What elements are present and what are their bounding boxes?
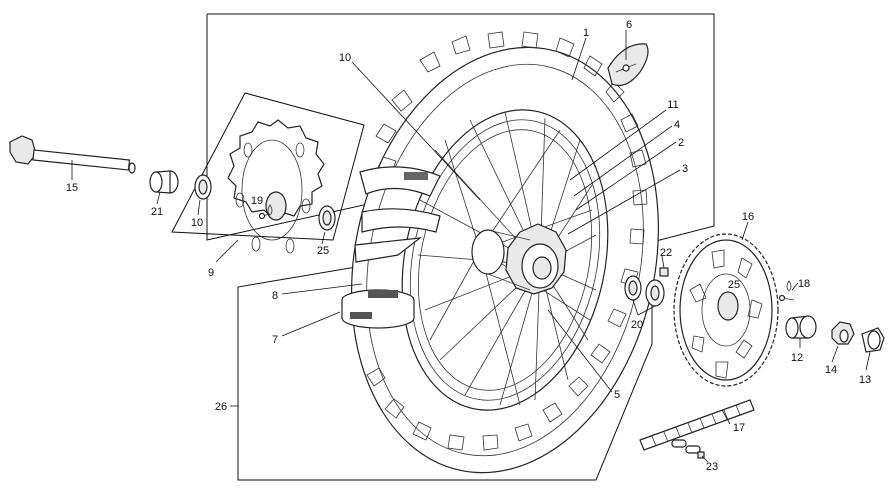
hub (471, 223, 567, 295)
callout-2: 2 (678, 137, 684, 149)
disc-group-outline (171, 92, 365, 241)
callout-18: 18 (798, 278, 810, 290)
callout-17: 17 (733, 422, 745, 434)
chain-master-link (671, 439, 705, 459)
callout-9: 9 (208, 267, 214, 279)
bearing-25-left (318, 205, 336, 231)
callout-4: 4 (674, 119, 680, 131)
callout-19: 19 (251, 195, 263, 207)
callout-21: 21 (151, 206, 163, 218)
callout-3: 3 (682, 163, 688, 175)
callout-12: 12 (791, 352, 803, 364)
axle-nut-14 (831, 321, 855, 345)
drive-chain (639, 399, 755, 451)
axle-cap-13 (861, 327, 885, 353)
disc-bolt (258, 204, 273, 220)
leader-lines (71, 30, 871, 463)
bearings-20 (624, 275, 665, 307)
callout-6: 6 (626, 19, 632, 31)
callout-10-left: 10 (191, 217, 203, 229)
wheel-axle (9, 135, 136, 174)
spacer-21 (149, 170, 179, 194)
callout-11: 11 (667, 99, 678, 111)
callout-26: 26 (215, 401, 227, 413)
callout-25-left: 25 (317, 245, 329, 257)
callout-25-sprocket: 25 (728, 279, 740, 291)
rear-sprocket (673, 233, 779, 387)
callout-13: 13 (859, 374, 871, 386)
callout-10-hub: 10 (339, 52, 351, 64)
wheel-group-outline (206, 13, 715, 481)
callout-1: 1 (583, 27, 589, 39)
sprocket-bolt-18 (778, 280, 795, 302)
callout-14: 14 (825, 364, 837, 376)
callout-22: 22 (660, 247, 672, 259)
callout-16: 16 (742, 211, 754, 223)
callout-23: 23 (706, 461, 718, 473)
callout-8: 8 (272, 290, 278, 302)
callout-20: 20 (631, 319, 643, 331)
inner-tube-8 (354, 166, 441, 263)
callout-labels: 1 2 3 4 5 6 7 8 9 10 10 11 12 13 14 15 1… (66, 19, 871, 473)
nut-22 (659, 267, 669, 277)
brake-disc (227, 119, 325, 254)
part-6 (607, 43, 649, 87)
seal-10-left (194, 174, 212, 200)
rim-tape-7 (341, 289, 415, 329)
spacer-12 (785, 315, 817, 339)
callout-5: 5 (614, 389, 620, 401)
callout-7: 7 (272, 334, 278, 346)
callout-15: 15 (66, 182, 78, 194)
